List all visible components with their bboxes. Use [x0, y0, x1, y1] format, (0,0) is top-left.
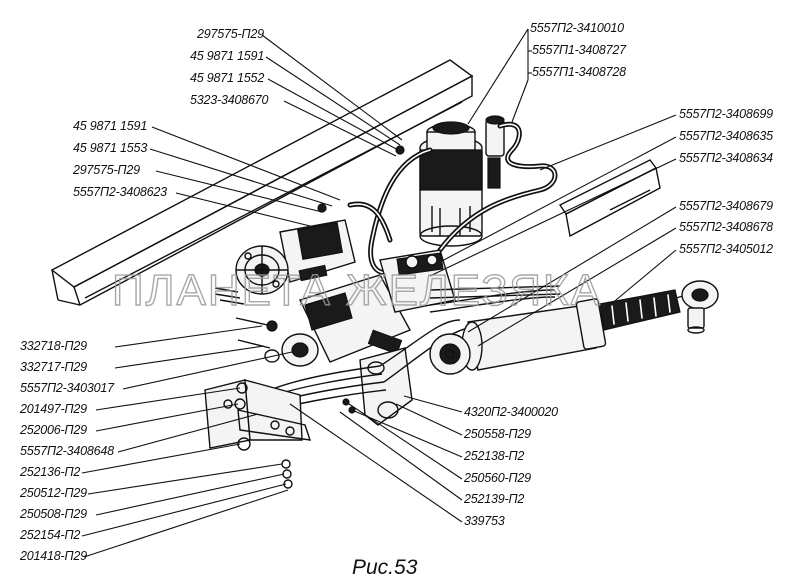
mounting-bracket [204, 379, 312, 449]
part-number-label: 5557П2-3405012 [679, 242, 773, 256]
part-number-label: 250508-П29 [19, 507, 87, 521]
part-number-label: 201497-П29 [19, 402, 87, 416]
hoses [347, 121, 558, 276]
oil-reservoir [419, 121, 483, 247]
callouts-left-top: 297575-П29 45 9871 1591 45 9871 1552 532… [190, 27, 269, 107]
steering-gear-box [281, 249, 561, 426]
part-number-label: 45 9871 1591 [73, 119, 147, 133]
part-number-label: 339753 [464, 514, 505, 528]
callouts-left-mid: 45 9871 1591 45 9871 1553 297575-П29 555… [72, 119, 167, 199]
part-number-label: 5557П2-3403017 [20, 381, 115, 395]
part-number-label: 5557П2-3408635 [679, 129, 773, 143]
part-number-label: 252139-П2 [463, 492, 524, 506]
part-number-label: 45 9871 1591 [190, 49, 264, 63]
part-number-label: 5557П2-3408679 [679, 199, 773, 213]
part-number-label: 5557П2-3408699 [679, 107, 773, 121]
part-number-label: 250512-П29 [19, 486, 87, 500]
part-number-label: 297575-П29 [72, 163, 140, 177]
figure-caption: Рис.53 [352, 556, 418, 579]
part-number-label: 5557П2-3408678 [679, 220, 773, 234]
part-number-label: 252154-П2 [19, 528, 80, 542]
watermark-text: ПЛАНЕТА ЖЕЛЕЗЯКА [112, 266, 602, 315]
steering-pump [214, 219, 356, 305]
part-number-label: 297575-П29 [196, 27, 264, 41]
callouts-bottom-left: 332718-П29 332717-П29 5557П2-3403017 201… [19, 339, 115, 563]
part-number-label: 332717-П29 [20, 360, 87, 374]
part-number-label: 5323-3408670 [190, 93, 268, 107]
part-number-label: 5557П2-3408623 [73, 185, 167, 199]
part-number-label: 5557П2-3410010 [530, 21, 624, 35]
part-number-label: 5557П1-3408728 [532, 65, 626, 79]
part-number-label: 4320П2-3400020 [464, 405, 558, 419]
tank-filter [485, 115, 505, 189]
part-number-label: 250560-П29 [463, 471, 531, 485]
callouts-right: 5557П2-3408699 5557П2-3408635 5557П2-340… [679, 107, 773, 256]
callouts-top-right: 5557П2-3410010 5557П1-3408727 5557П1-340… [530, 21, 627, 79]
part-number-label: 250558-П29 [463, 427, 531, 441]
part-number-label: 5557П1-3408727 [532, 43, 627, 57]
part-number-label: 45 9871 1553 [73, 141, 147, 155]
part-number-label: 5557П2-3408648 [20, 444, 114, 458]
part-number-label: 45 9871 1552 [190, 71, 264, 85]
part-number-label: 252006-П29 [19, 423, 87, 437]
part-number-label: 5557П2-3408634 [679, 151, 773, 165]
part-number-label: 252138-П2 [463, 449, 524, 463]
callouts-bottom-right: 4320П2-3400020 250558-П29 252138-П2 2505… [463, 405, 558, 528]
part-number-label: 201418-П29 [19, 549, 87, 563]
part-number-label: 332718-П29 [20, 339, 87, 353]
leader-lines [81, 28, 677, 558]
part-number-label: 252136-П2 [19, 465, 80, 479]
power-cylinder [429, 280, 719, 375]
